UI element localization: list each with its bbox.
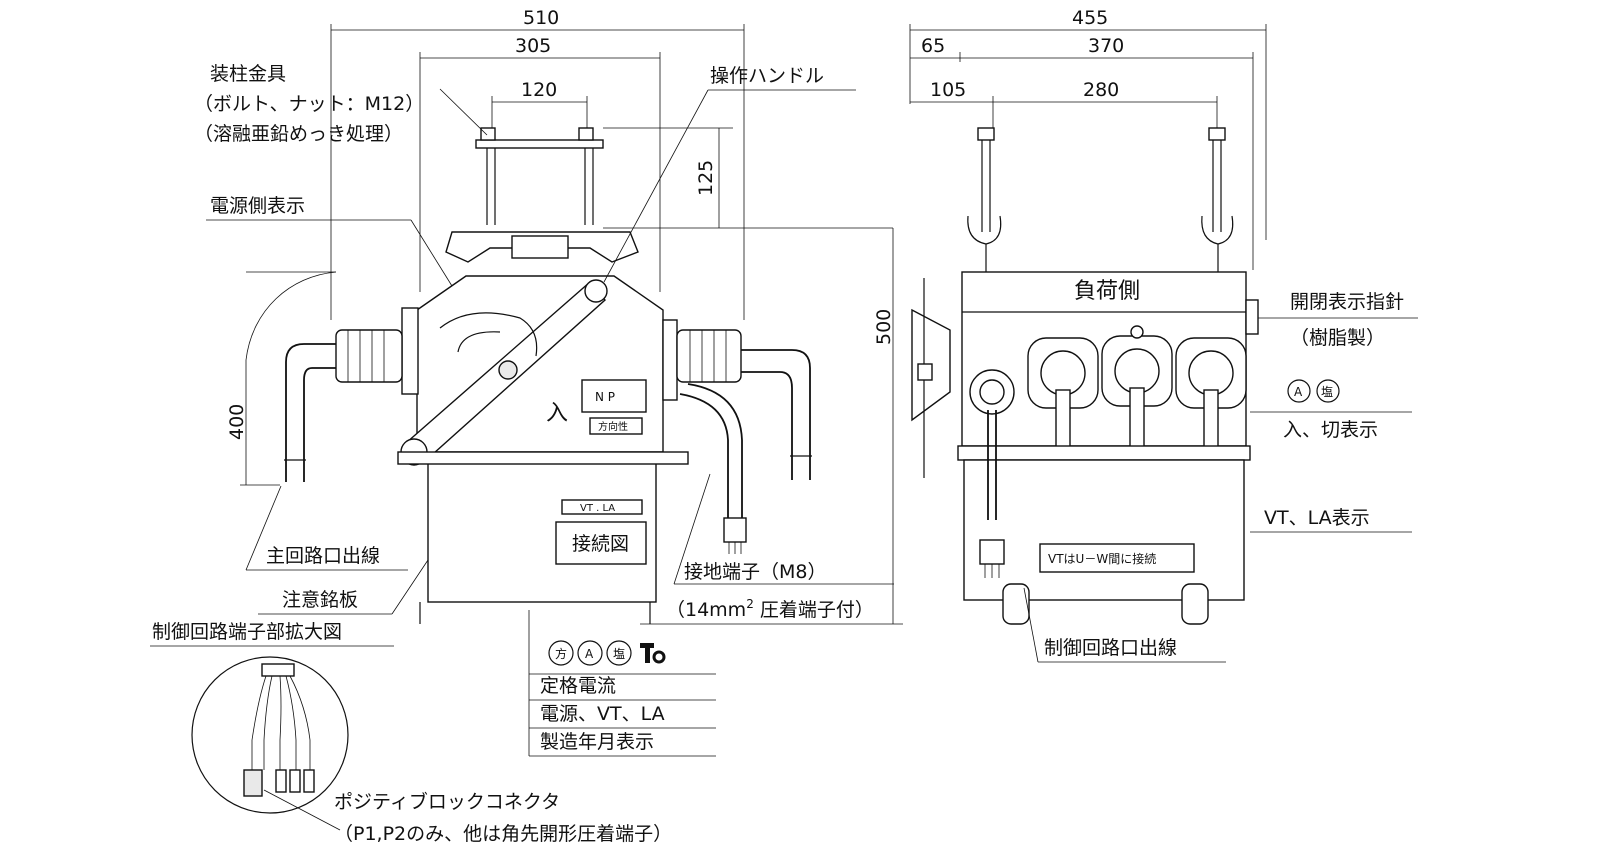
label-ground-terminal: 接地端子（M8） <box>684 561 826 583</box>
label-ground-crimp: （14mm2 圧着端子付） <box>666 597 874 621</box>
dimension-65: 65 <box>921 35 945 57</box>
dimension-510: 510 <box>523 7 559 29</box>
label-control-circuit-outlet: 制御回路口出線 <box>1044 637 1177 659</box>
nameplate-circle-a: A <box>585 647 594 661</box>
label-positive-lock-connector: ポジティブロックコネクタ <box>334 790 560 813</box>
dimension-280: 280 <box>1083 79 1119 101</box>
right-view: 負荷側 VTはU－W間に接続 <box>911 127 1259 625</box>
label-caution-plate: 注意銘板 <box>282 589 358 611</box>
callout-lines <box>150 88 1418 831</box>
label-control-terminal-enlarged: 制御回路端子部拡大図 <box>152 621 342 643</box>
vt-la-mark: VT . LA <box>580 503 615 514</box>
dimension-lines-right: 455 65 370 105 280 <box>909 7 1267 270</box>
load-side-mark: 負荷側 <box>1074 279 1140 304</box>
label-mount-hardware: 装柱金具 <box>210 63 286 85</box>
label-operation-handle: 操作ハンドル <box>710 65 824 87</box>
wiring-diagram-mark: 接続図 <box>572 533 629 555</box>
on-off-circle-en: 塩 <box>1321 384 1333 399</box>
nameplate-manufacture-date: 製造年月表示 <box>540 731 654 753</box>
left-view: 入 N P 方向性 VT . LA 接続図 <box>284 127 812 624</box>
dimension-305: 305 <box>515 35 551 57</box>
nameplate-rated-current: 定格電流 <box>540 675 616 697</box>
label-power-side-display: 電源側表示 <box>210 195 305 217</box>
label-resin-made: （樹脂製） <box>1290 327 1385 349</box>
label-mount-plating: （溶融亜鉛めっき処理） <box>194 123 403 145</box>
nameplate-power-vt-la: 電源、VT、LA <box>540 703 665 725</box>
dimension-370: 370 <box>1088 35 1124 57</box>
dimension-lines-left: 510 305 120 125 500 400 <box>226 7 903 625</box>
direction-mark: 方向性 <box>598 420 628 433</box>
right-bushing <box>676 329 742 383</box>
label-on-off-display: 入、切表示 <box>1283 419 1378 441</box>
enlarged-control-terminal <box>191 656 349 814</box>
label-main-circuit-outlet: 主回路口出線 <box>266 545 380 567</box>
label-vt-la-display: VT、LA表示 <box>1264 507 1370 529</box>
left-bushing <box>335 329 403 383</box>
nameplate-block: 方 A 塩 定格電流 電源、VT、LA 製造年月表示 <box>540 640 666 753</box>
in-mark: 入 <box>546 401 568 426</box>
dimension-400: 400 <box>226 404 248 440</box>
on-off-circle-marks: A 塩 <box>1287 379 1340 403</box>
dimension-105: 105 <box>930 79 966 101</box>
on-off-circle-a: A <box>1294 385 1303 399</box>
dimension-125: 125 <box>695 160 717 196</box>
nameplate-circle-en: 塩 <box>613 646 625 661</box>
to-mark-icon <box>640 643 666 664</box>
label-p1p2-note: （P1,P2のみ、他は角先開形圧着端子） <box>334 823 672 845</box>
label-mount-bolt: （ボルト、ナット：M12） <box>194 93 424 115</box>
nameplate-circle-ho: 方 <box>555 646 567 661</box>
vt-connection-mark: VTはU－W間に接続 <box>1048 551 1156 566</box>
labels: 装柱金具 （ボルト、ナット：M12） （溶融亜鉛めっき処理） 電源側表示 操作ハ… <box>152 63 1404 845</box>
label-switch-indicator: 開閉表示指針 <box>1290 291 1404 313</box>
dimension-455: 455 <box>1072 7 1108 29</box>
np-mark: N P <box>595 390 615 404</box>
dimension-120: 120 <box>521 79 557 101</box>
dimension-500: 500 <box>873 309 895 345</box>
